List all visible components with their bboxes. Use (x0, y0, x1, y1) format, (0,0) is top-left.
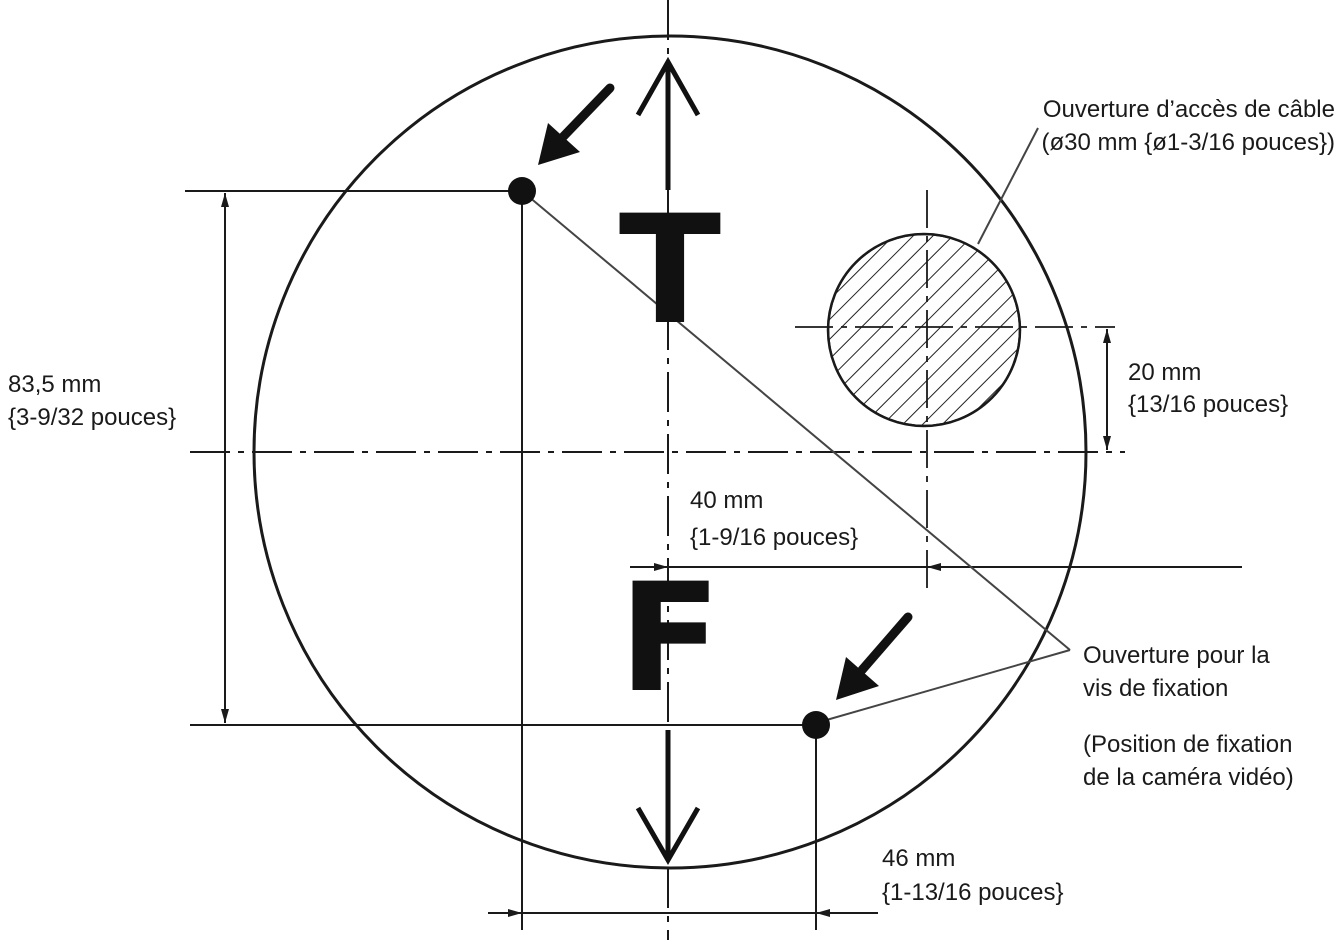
dim-vertical-line2: {3-9/32 pouces} (8, 404, 176, 431)
arrow-to-top-screw (538, 83, 615, 165)
screw2-leader (815, 649, 1071, 724)
arrowhead-20mm-top (1103, 329, 1111, 343)
dim-40mm-line1: 40 mm (690, 487, 763, 514)
dim-46mm-line2: {1-13/16 pouces} (882, 879, 1064, 906)
screw-hole-label-line2: vis de fixation (1083, 675, 1228, 702)
arrowhead-46mm-right (816, 909, 830, 917)
arrow-to-bottom-screw (836, 612, 913, 700)
arrowhead-46mm-left (508, 909, 522, 917)
arrowhead-20mm-bottom (1103, 436, 1111, 450)
cable-access-hole (826, 232, 1022, 428)
up-arrow-icon (635, 56, 701, 190)
dim-vertical-line1: 83,5 mm (8, 371, 101, 398)
screw-hole-top (508, 177, 536, 205)
screw-hole-label-line1: Ouverture pour la (1083, 642, 1270, 669)
arrowhead-vertical-top (221, 193, 229, 207)
screw-hole-note-line1: (Position de fixation (1083, 731, 1292, 758)
arrowhead-vertical-bottom (221, 709, 229, 723)
cable-hole-label-line2: (ø30 mm {ø1-3/16 pouces}) (1042, 129, 1335, 156)
dim-20mm-line1: 20 mm (1128, 359, 1201, 386)
arrowhead-40mm-left (654, 563, 668, 571)
arrowhead-40mm-right (927, 563, 941, 571)
screw-hole-note-line2: de la caméra vidéo) (1083, 764, 1294, 791)
screw1-leader (521, 190, 1071, 651)
down-arrow-icon (635, 730, 701, 866)
cable-hole-leader (977, 127, 1039, 245)
front-marker: F (619, 552, 721, 726)
dim-40mm-line2: {1-9/16 pouces} (690, 524, 858, 551)
cable-hole-label-line1: Ouverture d’accès de câble (1043, 96, 1335, 123)
dim-46mm-line1: 46 mm (882, 845, 955, 872)
top-marker: T (619, 184, 721, 358)
screw-hole-bottom (802, 711, 830, 739)
dim-20mm-line2: {13/16 pouces} (1128, 391, 1288, 418)
